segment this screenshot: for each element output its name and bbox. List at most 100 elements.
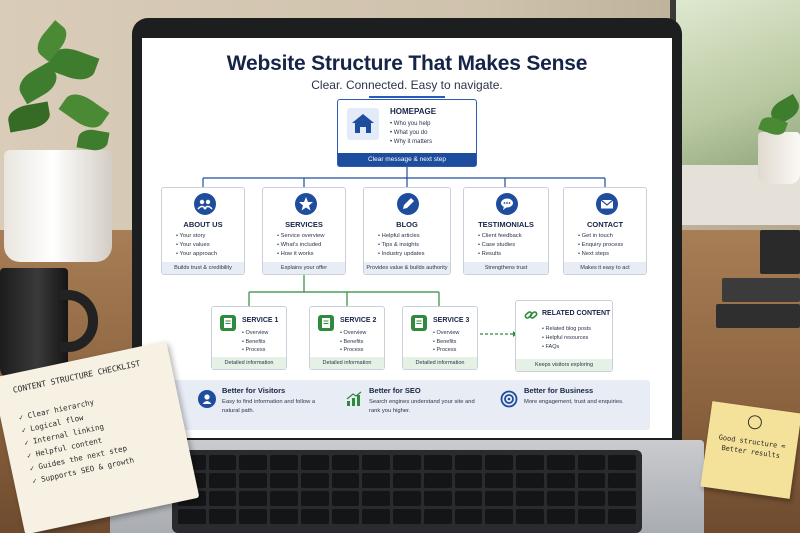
keyboard-key [300,509,329,524]
keyboard-key [239,455,268,470]
document-icon [220,315,236,331]
keyboard-key [270,491,298,506]
keyboard-key [331,473,360,488]
keyboard-key [331,509,360,524]
keyboard-key [362,455,391,470]
keyboard-key [608,491,636,506]
sticky-note: Good structure = Better results [700,401,800,499]
growth-chart-icon [345,390,363,408]
keyboard-key [239,509,268,524]
link-icon [524,308,538,322]
service-2-title: SERVICE 2 [340,317,377,324]
homepage-bullets: Who you help What you do Why it matters [390,120,432,147]
keyboard-key [485,491,514,506]
keyboard-key [423,455,452,470]
coffee-mug [0,268,68,380]
pencil-icon [397,193,419,215]
keyboard-key [546,491,575,506]
keyboard-key [178,509,206,524]
keyboard-key [546,473,575,488]
keyboard-key [393,455,421,470]
keyboard-key [208,491,237,506]
related-content-title: RELATED CONTENT [542,310,611,317]
keyboard-key [270,455,298,470]
keyboard-key [423,491,452,506]
home-icon [347,108,379,140]
keyboard-key [239,473,268,488]
keyboard-key [577,491,606,506]
keyboard-key [300,473,329,488]
star-icon [295,193,317,215]
blog-title: BLOG [396,220,418,229]
envelope-icon [596,193,618,215]
keyboard-key [300,491,329,506]
contact-card[interactable]: CONTACT Get in touch Enquiry process Nex… [563,187,647,275]
benefits-strip: Better for Visitors Easy to find informa… [170,380,650,430]
service-3-title: SERVICE 3 [433,317,470,324]
service-2-footer: Detailed information [310,357,384,369]
keyboard-key [516,473,544,488]
page-title: Website Structure That Makes Sense [226,52,588,75]
keyboard-key [516,491,544,506]
keyboard-key [239,491,268,506]
keyboard-key [608,455,636,470]
about-us-bullets: Your story Your values Your approach [176,232,218,259]
contact-bullets: Get in touch Enquiry process Next steps [578,232,624,259]
keyboard-key [454,455,483,470]
services-footer: Explains your offer [263,262,345,274]
homepage-card[interactable]: HOMEPAGE Who you help What you do Why it… [337,99,477,167]
contact-footer: Makes it easy to act [564,262,646,274]
keyboard-key [608,473,636,488]
keyboard-key [362,491,391,506]
keyboard-key [485,473,514,488]
title-underline [369,96,445,98]
related-content-card[interactable]: RELATED CONTENT Related blog posts Helpf… [515,300,613,372]
keyboard-key [362,473,391,488]
keyboard-key [331,491,360,506]
checklist-items: Clear hierarchy Logical flow Internal li… [18,390,136,488]
testimonials-bullets: Client feedback Case studies Results [478,232,522,259]
document-icon [411,315,427,331]
laptop-keyboard [172,450,642,533]
keyboard-key [608,509,636,524]
keyboard-key [208,455,237,470]
keyboard-key [577,455,606,470]
service-2-card[interactable]: SERVICE 2 Overview Benefits Process Deta… [309,306,385,370]
sticky-note-text: Good structure = Better results [718,433,787,461]
service-1-card[interactable]: SERVICE 1 Overview Benefits Process Deta… [211,306,287,370]
keyboard-key [393,491,421,506]
keyboard-key [270,473,298,488]
about-us-card[interactable]: ABOUT US Your story Your values Your app… [161,187,245,275]
lightbulb-icon [746,414,763,431]
keyboard-key [546,455,575,470]
homepage-footer: Clear message & next step [338,153,476,166]
keyboard-key [393,473,421,488]
keyboard-key [423,509,452,524]
target-icon [500,390,518,408]
about-us-footer: Builds trust & credibility [162,262,244,274]
keyboard-key [485,455,514,470]
keyboard-key [516,509,544,524]
keyboard-key [485,509,514,524]
keyboard-key [454,509,483,524]
keyboard-key [546,509,575,524]
blog-card[interactable]: BLOG Helpful articles Tips & insights In… [363,187,451,275]
homepage-title: HOMEPAGE [390,107,437,116]
service-1-title: SERVICE 1 [242,317,279,324]
keyboard-key [393,509,421,524]
chat-icon [496,193,518,215]
testimonials-card[interactable]: TESTIMONIALS Client feedback Case studie… [463,187,549,275]
service-3-card[interactable]: SERVICE 3 Overview Benefits Process Deta… [402,306,478,370]
services-card[interactable]: SERVICES Service overview What's include… [262,187,346,275]
keyboard-key [577,473,606,488]
keyboard-key [362,509,391,524]
blog-footer: Provides value & builds authority [364,262,450,274]
page-subtitle: Clear. Connected. Easy to navigate. [311,78,503,92]
services-title: SERVICES [285,220,323,229]
services-bullets: Service overview What's included How it … [277,232,325,259]
testimonials-footer: Strengthens trust [464,262,548,274]
connector-lines [202,167,606,337]
keyboard-key [300,455,329,470]
service-3-footer: Detailed information [403,357,477,369]
plant-pot-left [4,150,112,262]
